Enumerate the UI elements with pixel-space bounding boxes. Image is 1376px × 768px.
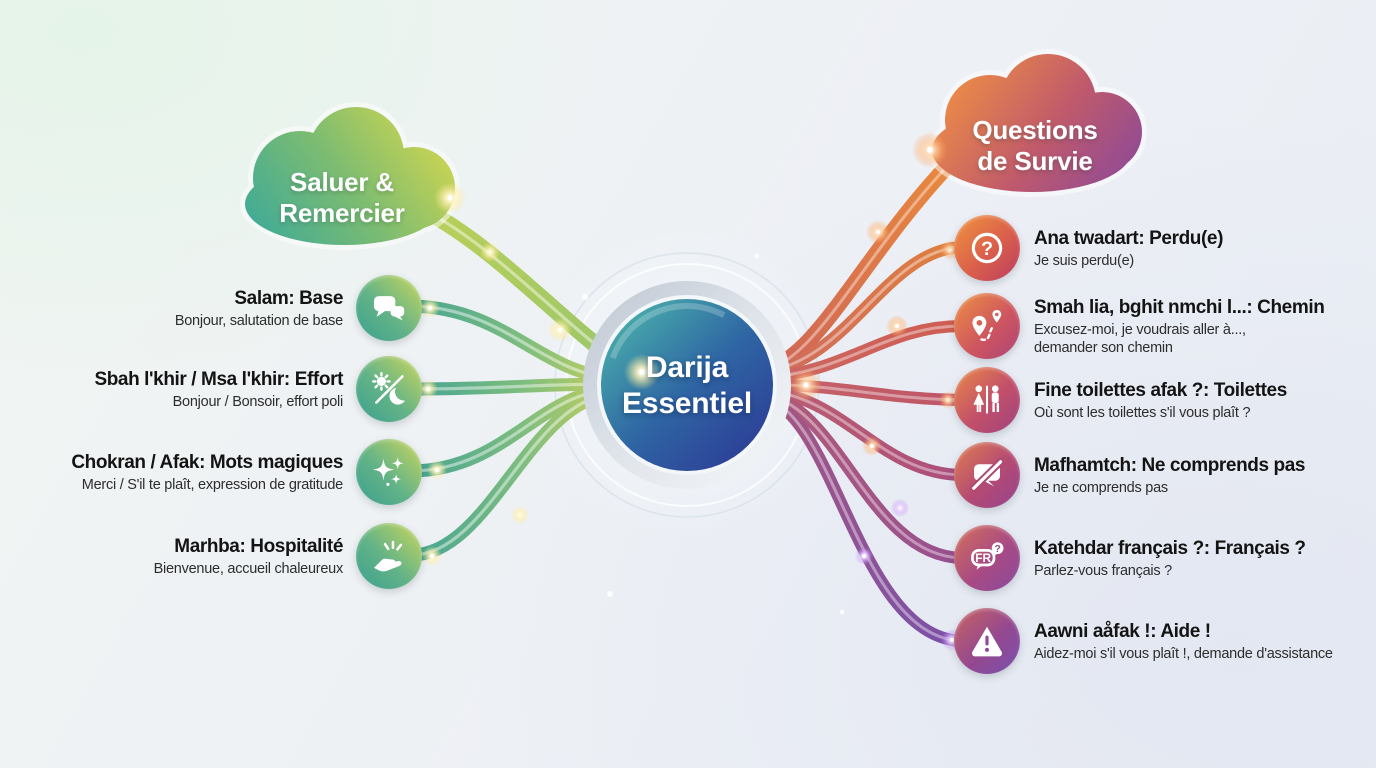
node-aawni-aafak: Aawni aåfak !: Aide ! Aidez-moi s'il vou… <box>954 608 1333 674</box>
branch-label-line: Saluer & <box>290 167 394 197</box>
warning-icon <box>954 608 1020 674</box>
chat-bubbles-icon <box>356 275 422 341</box>
sparkles-icon <box>356 439 422 505</box>
node-subtitle: Parlez-vous français ? <box>1034 562 1172 579</box>
node-subtitle: Aidez-moi s'il vous plaît !, demande d'a… <box>1034 645 1333 662</box>
node-fine-toilettes: Fine toilettes afak ?: Toilettes Où sont… <box>954 367 1287 433</box>
svg-text:FR: FR <box>975 551 991 565</box>
node-title: Katehdar français ?: Français ? <box>1034 537 1306 559</box>
node-subtitle: Je suis perdu(e) <box>1034 252 1134 269</box>
node-title: Aawni aåfak !: Aide ! <box>1034 620 1211 642</box>
node-salam: Salam: Base Bonjour, salutation de base <box>175 275 422 341</box>
cloud-survival <box>927 49 1147 197</box>
node-title: Marhba: Hospitalité <box>174 535 343 557</box>
node-subtitle: Où sont les toilettes s'il vous plaît ? <box>1034 404 1251 421</box>
node-title: Fine toilettes afak ?: Toilettes <box>1034 379 1287 401</box>
node-title: Ana twadart: Perdu(e) <box>1034 227 1224 249</box>
central-topic-line: Darija <box>645 351 729 384</box>
node-subtitle: Je ne comprends pas <box>1034 479 1168 496</box>
french-bubble-icon: FR ? <box>954 525 1020 591</box>
branch-label-line: Questions <box>972 115 1098 145</box>
route-pins-icon <box>954 293 1020 359</box>
branch-label-line: de Survie <box>977 146 1093 176</box>
node-subtitle: Bonjour / Bonsoir, effort poli <box>172 393 344 410</box>
branch-label-survival: Questions de Survie <box>929 115 1141 177</box>
node-title: Mafhamtch: Ne comprends pas <box>1034 454 1306 476</box>
branch-label-greetings: Saluer & Remercier <box>236 167 448 229</box>
day-night-icon <box>356 356 422 422</box>
giving-hand-icon <box>356 523 422 589</box>
node-title: Smah lia, bghit nmchi l...: Chemin <box>1034 296 1325 318</box>
node-title: Salam: Base <box>234 287 343 309</box>
node-title: Sbah l'khir / Msa l'khir: Effort <box>94 368 343 390</box>
node-subtitle: Bonjour, salutation de base <box>174 312 343 329</box>
central-topic-line: Essentiel <box>622 387 752 420</box>
node-mafhamtch: Mafhamtch: Ne comprends pas Je ne compre… <box>954 442 1305 508</box>
svg-text:?: ? <box>981 238 993 260</box>
central-topic-label: Darija Essentiel <box>577 350 797 422</box>
node-subtitle-line2: demander son chemin <box>1034 339 1173 356</box>
node-subtitle: Merci / S'il te plaît, expression de gra… <box>81 476 344 493</box>
node-smah-lia: Smah lia, bghit nmchi l...: Chemin Excus… <box>954 293 1325 359</box>
node-katehdar-francais: FR ? Katehdar français ?: Français ? Par… <box>954 525 1306 591</box>
cloud-greetings <box>240 102 460 250</box>
no-speech-icon <box>954 442 1020 508</box>
node-marhba: Marhba: Hospitalité Bienvenue, accueil c… <box>154 523 422 589</box>
central-node <box>583 281 791 489</box>
node-subtitle: Excusez-moi, je voudrais aller à..., <box>1034 321 1246 338</box>
node-ana-twadart: ? Ana twadart: Perdu(e) Je suis perdu(e) <box>954 215 1223 281</box>
node-title: Chokran / Afak: Mots magiques <box>71 451 343 473</box>
node-chokran-afak: Chokran / Afak: Mots magiques Merci / S'… <box>71 439 422 505</box>
restroom-icon <box>954 367 1020 433</box>
question-mark-icon: ? <box>954 215 1020 281</box>
node-sbah-lkhir: Sbah l'khir / Msa l'khir: Effort Bonjour… <box>94 356 422 422</box>
node-subtitle: Bienvenue, accueil chaleureux <box>153 560 344 577</box>
branch-label-line: Remercier <box>279 198 405 228</box>
svg-text:?: ? <box>994 544 1000 555</box>
